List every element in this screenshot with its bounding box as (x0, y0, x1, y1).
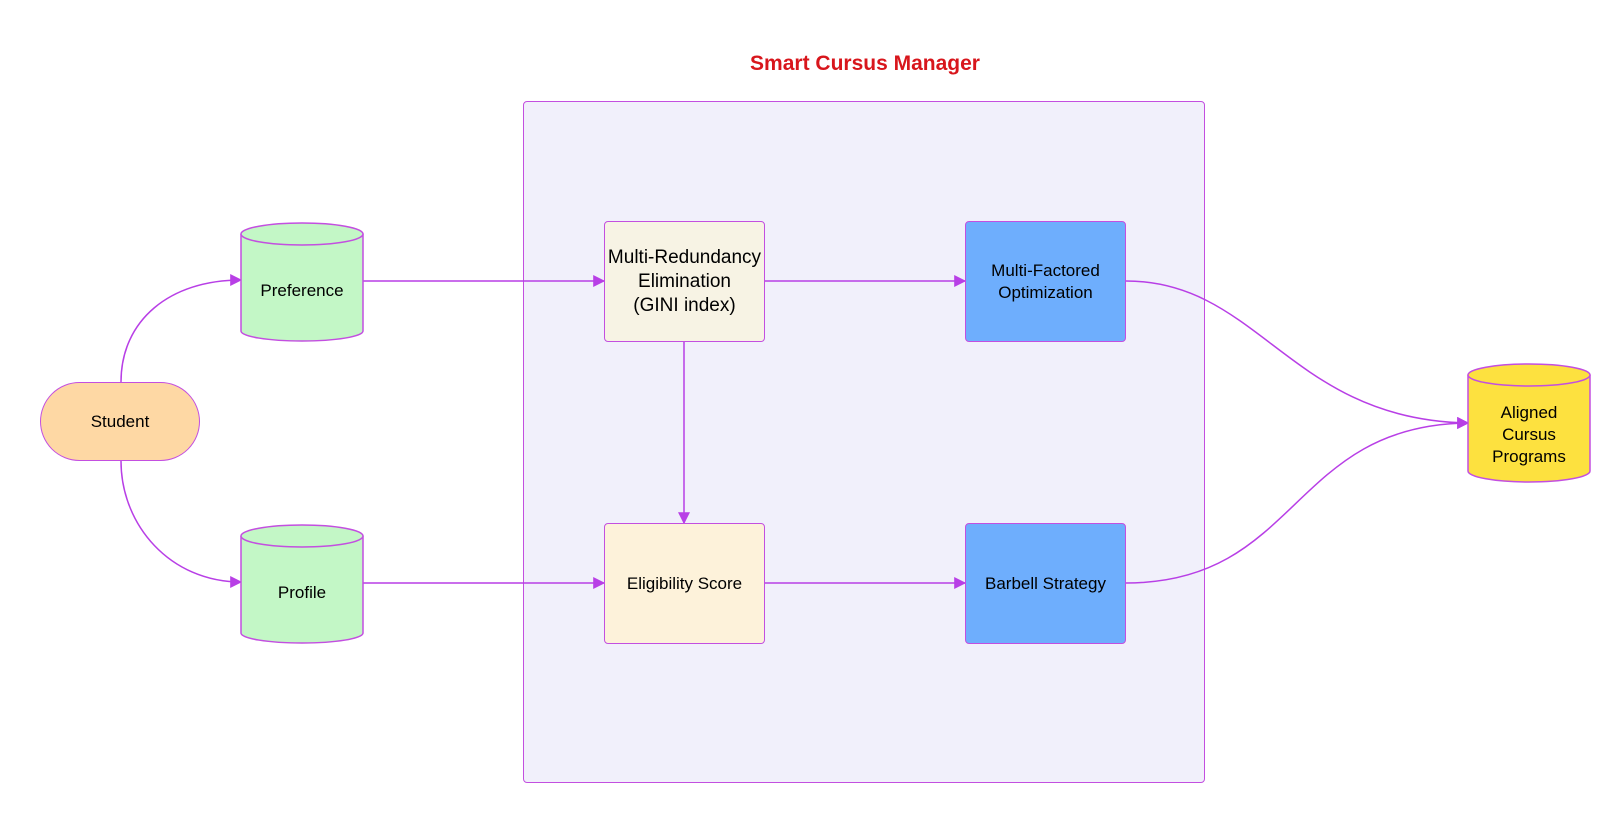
smart-cursus-manager-cluster (523, 101, 1205, 783)
profile-database-node (240, 524, 364, 644)
mre-line-3: (GINI index) (633, 294, 736, 316)
profile-label: Profile (277, 583, 327, 602)
edge-student-profile (120, 460, 243, 588)
aligned-line-3: Programs (1492, 447, 1566, 466)
student-label: Student (90, 411, 150, 431)
diagram-title: Smart Cursus Manager (750, 52, 980, 75)
barbell-strategy-node: Barbell Strategy (965, 523, 1126, 644)
aligned-line-2: Cursus (1502, 425, 1556, 444)
student-node: Student (40, 382, 200, 461)
edge-student-preference (120, 274, 243, 383)
mfo-line-1: Multi-Factored (991, 260, 1100, 280)
multi-redundancy-elimination-node: Multi-Redundancy Elimination (GINI index… (604, 221, 765, 342)
preference-database-node (240, 222, 364, 342)
eligibility-label: Eligibility Score (626, 573, 743, 593)
mre-line-2: Elimination (638, 270, 731, 292)
edge-multi-factored-aligned (1125, 280, 1470, 429)
edge-barbell-aligned (1125, 417, 1470, 584)
aligned-cursus-programs-label: Aligned Cursus Programs (1468, 390, 1590, 480)
mre-line-1: Multi-Redundancy (607, 246, 762, 268)
barbell-label: Barbell Strategy (985, 573, 1106, 593)
mfo-line-2: Optimization (998, 282, 1093, 302)
aligned-line-1: Aligned (1500, 403, 1558, 422)
preference-label: Preference (260, 281, 344, 300)
aligned-cursus-programs-node (1467, 363, 1591, 483)
multi-factored-optimization-node: Multi-Factored Optimization (965, 221, 1126, 342)
eligibility-score-node: Eligibility Score (604, 523, 765, 644)
